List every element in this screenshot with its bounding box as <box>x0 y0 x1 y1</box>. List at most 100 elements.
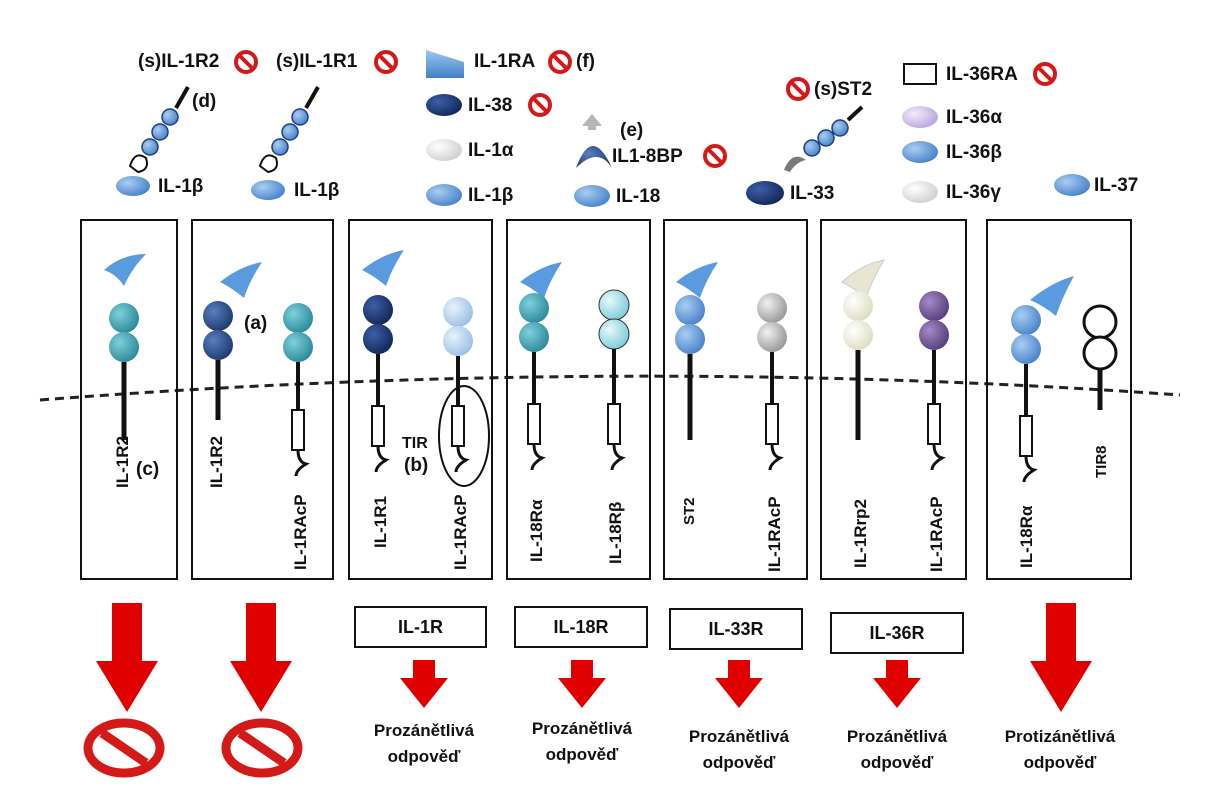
outcome-il33r: Prozánětlivá odpověď <box>664 724 814 776</box>
panel-il33r <box>663 219 808 580</box>
il1a-icon <box>426 139 462 161</box>
arrow-col4 <box>558 660 606 708</box>
outcome-line1: Protizánětlivá <box>1004 727 1116 746</box>
label-il18bp: IL1-8BP <box>612 146 683 167</box>
label-il36a: IL-36α <box>946 107 1003 128</box>
panel-il37 <box>986 219 1132 580</box>
receptor-il1r2-complex <box>203 262 313 477</box>
label-il1b: IL-1β <box>468 185 514 206</box>
il1ra-icon <box>426 50 464 78</box>
il36b-icon <box>902 141 938 163</box>
complex-il33r: IL-33R <box>669 608 803 650</box>
blocked-icon <box>786 77 810 101</box>
label-il1b-col1: IL-1β <box>158 176 204 197</box>
label-p4-chain1: IL-18Rα <box>527 499 546 562</box>
label-sil1r1: (s)IL-1R1 <box>276 51 358 72</box>
label-il36g: IL-36γ <box>946 182 1001 203</box>
label-sil1r2: (s)IL-1R2 <box>138 51 220 72</box>
label-il37: IL-37 <box>1094 175 1139 196</box>
label-p6-chain1: IL-1Rrp2 <box>851 499 870 568</box>
label-il18: IL-18 <box>616 186 661 207</box>
arrow-col2 <box>230 603 292 712</box>
il1b-ligand-icon <box>251 180 285 200</box>
label-p3-chain1: IL-1R1 <box>371 496 390 548</box>
arrow-col1 <box>96 603 158 712</box>
il38-icon <box>426 94 462 116</box>
label-il1a: IL-1α <box>468 140 514 161</box>
label-il33: IL-33 <box>790 183 835 204</box>
il37-icon <box>1054 174 1090 196</box>
soluble-il1r1-icon <box>258 86 320 174</box>
label-sst2: (s)ST2 <box>814 79 873 100</box>
blocked-icon <box>234 50 258 74</box>
outcome-line1: Prozánětlivá <box>373 721 475 740</box>
panel-il1r2-il1racp <box>191 219 334 580</box>
receptor-il18-complex <box>519 262 630 471</box>
label-il1ra: IL-1RA <box>474 51 536 72</box>
blocked-icon <box>1033 62 1057 86</box>
label-p2-chain2: IL-1RAcP <box>291 494 310 570</box>
label-p3-note: (b) <box>404 455 429 476</box>
il1b-ligand-icon <box>116 176 150 196</box>
receptor-st2-complex <box>675 262 787 471</box>
label-il18bp-note: (e) <box>620 120 644 141</box>
tir-domain-highlight <box>438 385 490 487</box>
il36ra-icon <box>903 63 937 85</box>
il18-icon <box>574 185 610 207</box>
panel-il1r2-decoy <box>80 219 178 580</box>
arrow-col6 <box>873 660 921 708</box>
blocked-icon <box>374 50 398 74</box>
label-p1-note: (c) <box>136 459 160 480</box>
panel-il18r <box>506 219 651 580</box>
label-p2-note: (a) <box>244 313 268 334</box>
receptor-il1r1-complex <box>362 250 490 487</box>
arrow-col7 <box>1030 603 1092 712</box>
soluble-il1r2-icon <box>128 86 190 174</box>
outcome-line1: Prozánětlivá <box>531 719 633 738</box>
label-p7-chain1: IL-18Rα <box>1017 505 1036 568</box>
blocked-icon <box>703 144 727 168</box>
il36g-icon <box>902 181 938 203</box>
label-p6-chain2: IL-1RAcP <box>927 496 946 572</box>
arrow-col5 <box>715 660 763 708</box>
il33-icon <box>746 181 784 205</box>
no-response-icon <box>226 723 298 773</box>
complex-il36r: IL-36R <box>830 612 964 654</box>
receptor-il18ra-tir8-complex <box>1011 276 1118 483</box>
receptor-il1rrp2-complex <box>841 259 949 471</box>
il1b-icon <box>426 184 462 206</box>
outcome-line2: odpověď <box>545 745 619 764</box>
no-response-icon <box>88 723 160 773</box>
outcome-line2: odpověď <box>860 753 934 772</box>
complex-il18r: IL-18R <box>514 606 648 648</box>
outcome-il37: Protizánětlivá odpověď <box>985 724 1135 776</box>
label-p5-chain1: ST2 <box>681 497 698 525</box>
label-p5-chain2: IL-1RAcP <box>765 496 784 572</box>
label-note-d: (d) <box>192 91 217 112</box>
outcome-line2: odpověď <box>702 753 776 772</box>
label-il1b-col2: IL-1β <box>294 180 340 201</box>
outcome-line2: odpověď <box>1023 753 1097 772</box>
panel-il36r <box>820 219 967 580</box>
outcome-il18r: Prozánětlivá odpověď <box>507 716 657 768</box>
outcome-il1r: Prozánětlivá odpověď <box>349 718 499 770</box>
receptor-il1r2-decoy <box>104 254 146 440</box>
outcome-line2: odpověď <box>387 747 461 766</box>
arrow-col3 <box>400 660 448 708</box>
blocked-icon <box>548 50 572 74</box>
label-p7-chain2: TIR8 <box>1093 445 1110 478</box>
outcome-il36r: Prozánětlivá odpověď <box>822 724 972 776</box>
blocked-icon <box>528 93 552 117</box>
label-il36b: IL-36β <box>946 142 1002 163</box>
label-p4-chain2: IL-18Rβ <box>606 501 625 564</box>
label-p3-tir: TIR <box>402 435 428 452</box>
label-p1-chain1: IL-1R2 <box>113 436 132 488</box>
label-p2-chain1: IL-1R2 <box>207 436 226 488</box>
il18bp-icon <box>576 114 612 168</box>
label-p3-chain2: IL-1RAcP <box>451 494 470 570</box>
label-il36ra: IL-36RA <box>946 64 1018 85</box>
complex-il1r: IL-1R <box>354 606 487 648</box>
il36a-icon <box>902 106 938 128</box>
